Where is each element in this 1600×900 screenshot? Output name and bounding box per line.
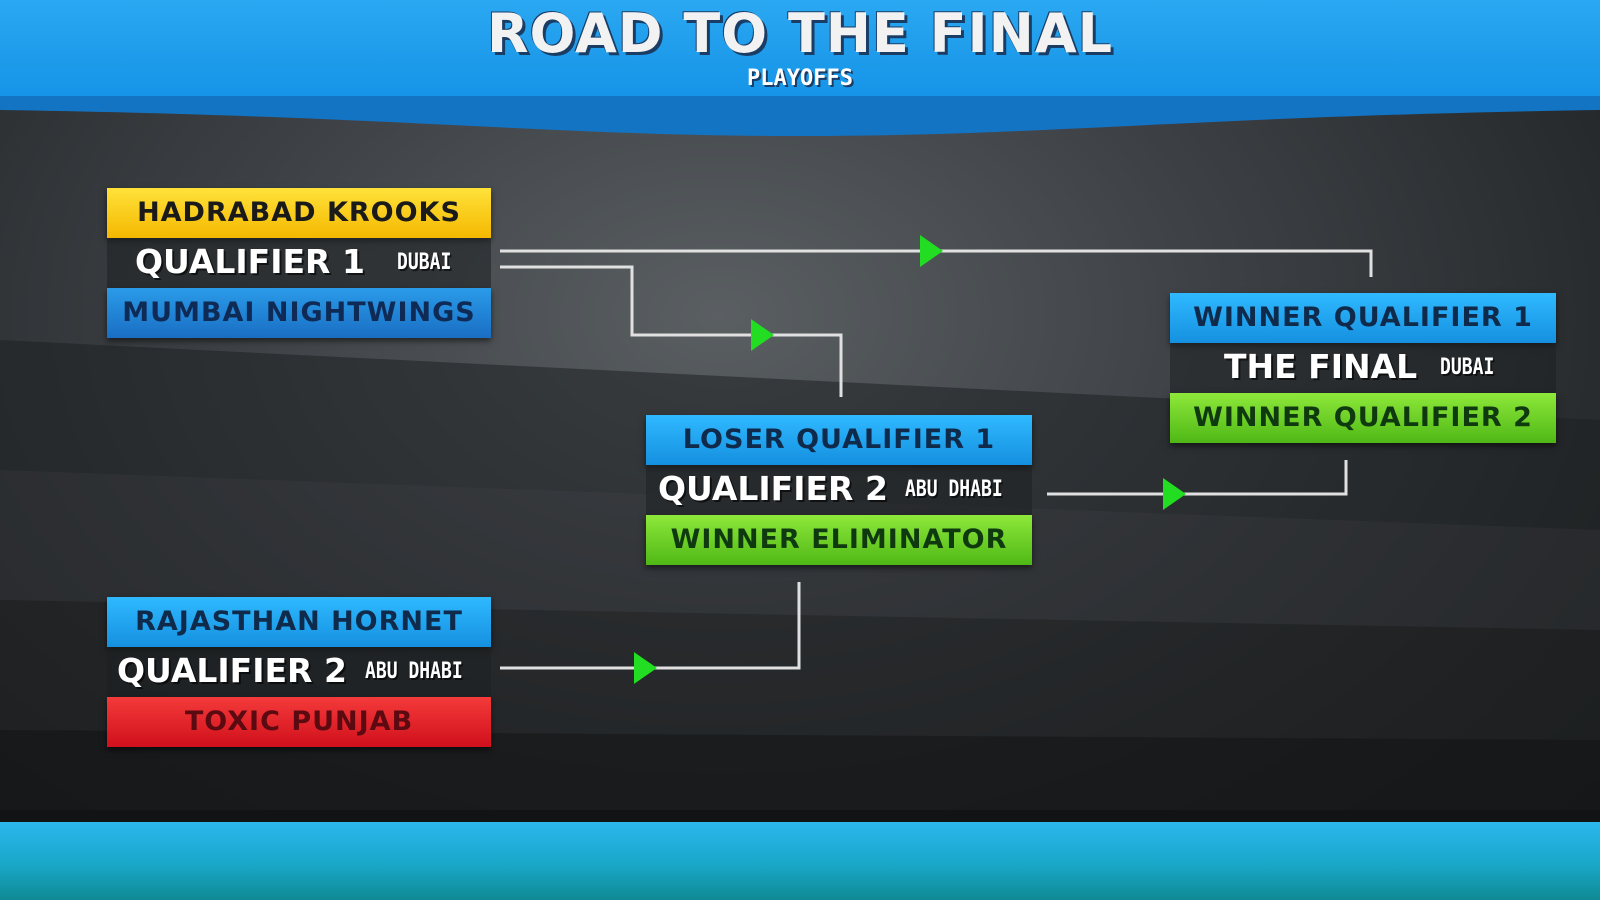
team-top: LOSER QUALIFIER 1 <box>646 415 1032 465</box>
match-qualifier-1[interactable]: HADRABAD KROOKS QUALIFIER 1 DUBAI MUMBAI… <box>107 188 491 338</box>
team-top: RAJASTHAN HORNET <box>107 597 491 647</box>
page-title: ROAD TO THE FINAL <box>486 2 1114 65</box>
arrow-right-icon <box>1163 478 1186 510</box>
connector-q2-to-final <box>1047 460 1348 496</box>
match-info: THE FINAL DUBAI <box>1170 343 1556 393</box>
team-bottom: TOXIC PUNJAB <box>107 697 491 747</box>
match-qualifier-2[interactable]: LOSER QUALIFIER 1 QUALIFIER 2 ABU DHABI … <box>646 415 1032 565</box>
stage-name: QUALIFIER 2 <box>658 469 888 508</box>
stage-name: QUALIFIER 1 <box>135 242 365 281</box>
stage-name: QUALIFIER 2 <box>117 651 347 690</box>
footer-divider <box>0 810 1600 822</box>
arrow-right-icon <box>751 319 774 351</box>
team-top: HADRABAD KROOKS <box>107 188 491 238</box>
venue-label: ABU DHABI <box>365 659 463 684</box>
team-bottom: WINNER QUALIFIER 2 <box>1170 393 1556 443</box>
match-info: QUALIFIER 2 ABU DHABI <box>107 647 491 697</box>
header-wave <box>0 96 1600 136</box>
footer-bar <box>0 822 1600 900</box>
match-info: QUALIFIER 2 ABU DHABI <box>646 465 1032 515</box>
venue-label: DUBAI <box>1440 355 1495 380</box>
page-subtitle: PLAYOFFS <box>747 66 853 91</box>
stage-name: THE FINAL <box>1224 347 1418 386</box>
connector-elim-to-q2 <box>500 582 801 670</box>
match-info: QUALIFIER 1 DUBAI <box>107 238 491 288</box>
header-bar: ROAD TO THE FINAL PLAYOFFS <box>0 0 1600 100</box>
team-bottom: WINNER ELIMINATOR <box>646 515 1032 565</box>
venue-label: DUBAI <box>397 250 452 275</box>
connector-q1-to-q2 <box>500 265 843 397</box>
venue-label: ABU DHABI <box>905 477 1003 502</box>
arrow-right-icon <box>920 235 943 267</box>
arrow-right-icon <box>634 652 657 684</box>
connector-q1-to-final <box>500 249 1373 277</box>
team-bottom: MUMBAI NIGHTWINGS <box>107 288 491 338</box>
match-eliminator[interactable]: RAJASTHAN HORNET QUALIFIER 2 ABU DHABI T… <box>107 597 491 747</box>
match-final[interactable]: WINNER QUALIFIER 1 THE FINAL DUBAI WINNE… <box>1170 293 1556 443</box>
team-top: WINNER QUALIFIER 1 <box>1170 293 1556 343</box>
